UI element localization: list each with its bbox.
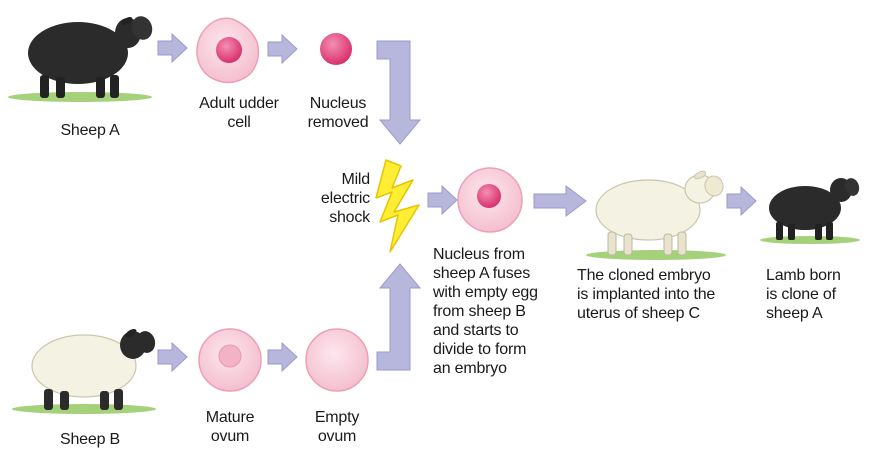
arrow-4 [534,186,586,216]
adult-udder-cell [197,18,259,82]
label-empty-ovum: Empty ovum [297,408,377,446]
label-sheep-a: Sheep A [40,121,140,140]
arrow-2 [268,35,297,63]
arrow-7 [268,343,297,371]
label-lamb-born: Lamb born is clone of sheep A [766,266,866,323]
label-mild-electric-shock: Mild electric shock [300,170,370,227]
label-cloned-embryo: The cloned embryo is implanted into the … [577,266,742,323]
sheep-a-illustration [8,13,156,102]
removed-nucleus [320,33,352,65]
sheep-b-illustration [12,327,158,414]
arrow-1 [158,34,187,62]
arrow-5 [727,187,756,215]
lightning-bolt-icon [376,160,419,252]
empty-ovum-cell [306,329,368,391]
mature-ovum-cell [199,329,261,391]
fused-egg-cell [458,168,522,232]
label-sheep-b: Sheep B [40,430,140,449]
label-mature-ovum: Mature ovum [190,408,270,446]
label-adult-udder-cell: Adult udder cell [188,94,290,132]
bracket-arrow-top [377,41,420,144]
label-nucleus-fuses: Nucleus from sheep A fuses with empty eg… [433,245,563,378]
label-nucleus-removed: Nucleus removed [298,94,378,132]
arrow-6 [158,343,187,371]
lamb-illustration [760,176,861,244]
bracket-arrow-bottom [377,264,420,370]
sheep-c-illustration [586,170,726,260]
arrow-3 [428,186,457,214]
